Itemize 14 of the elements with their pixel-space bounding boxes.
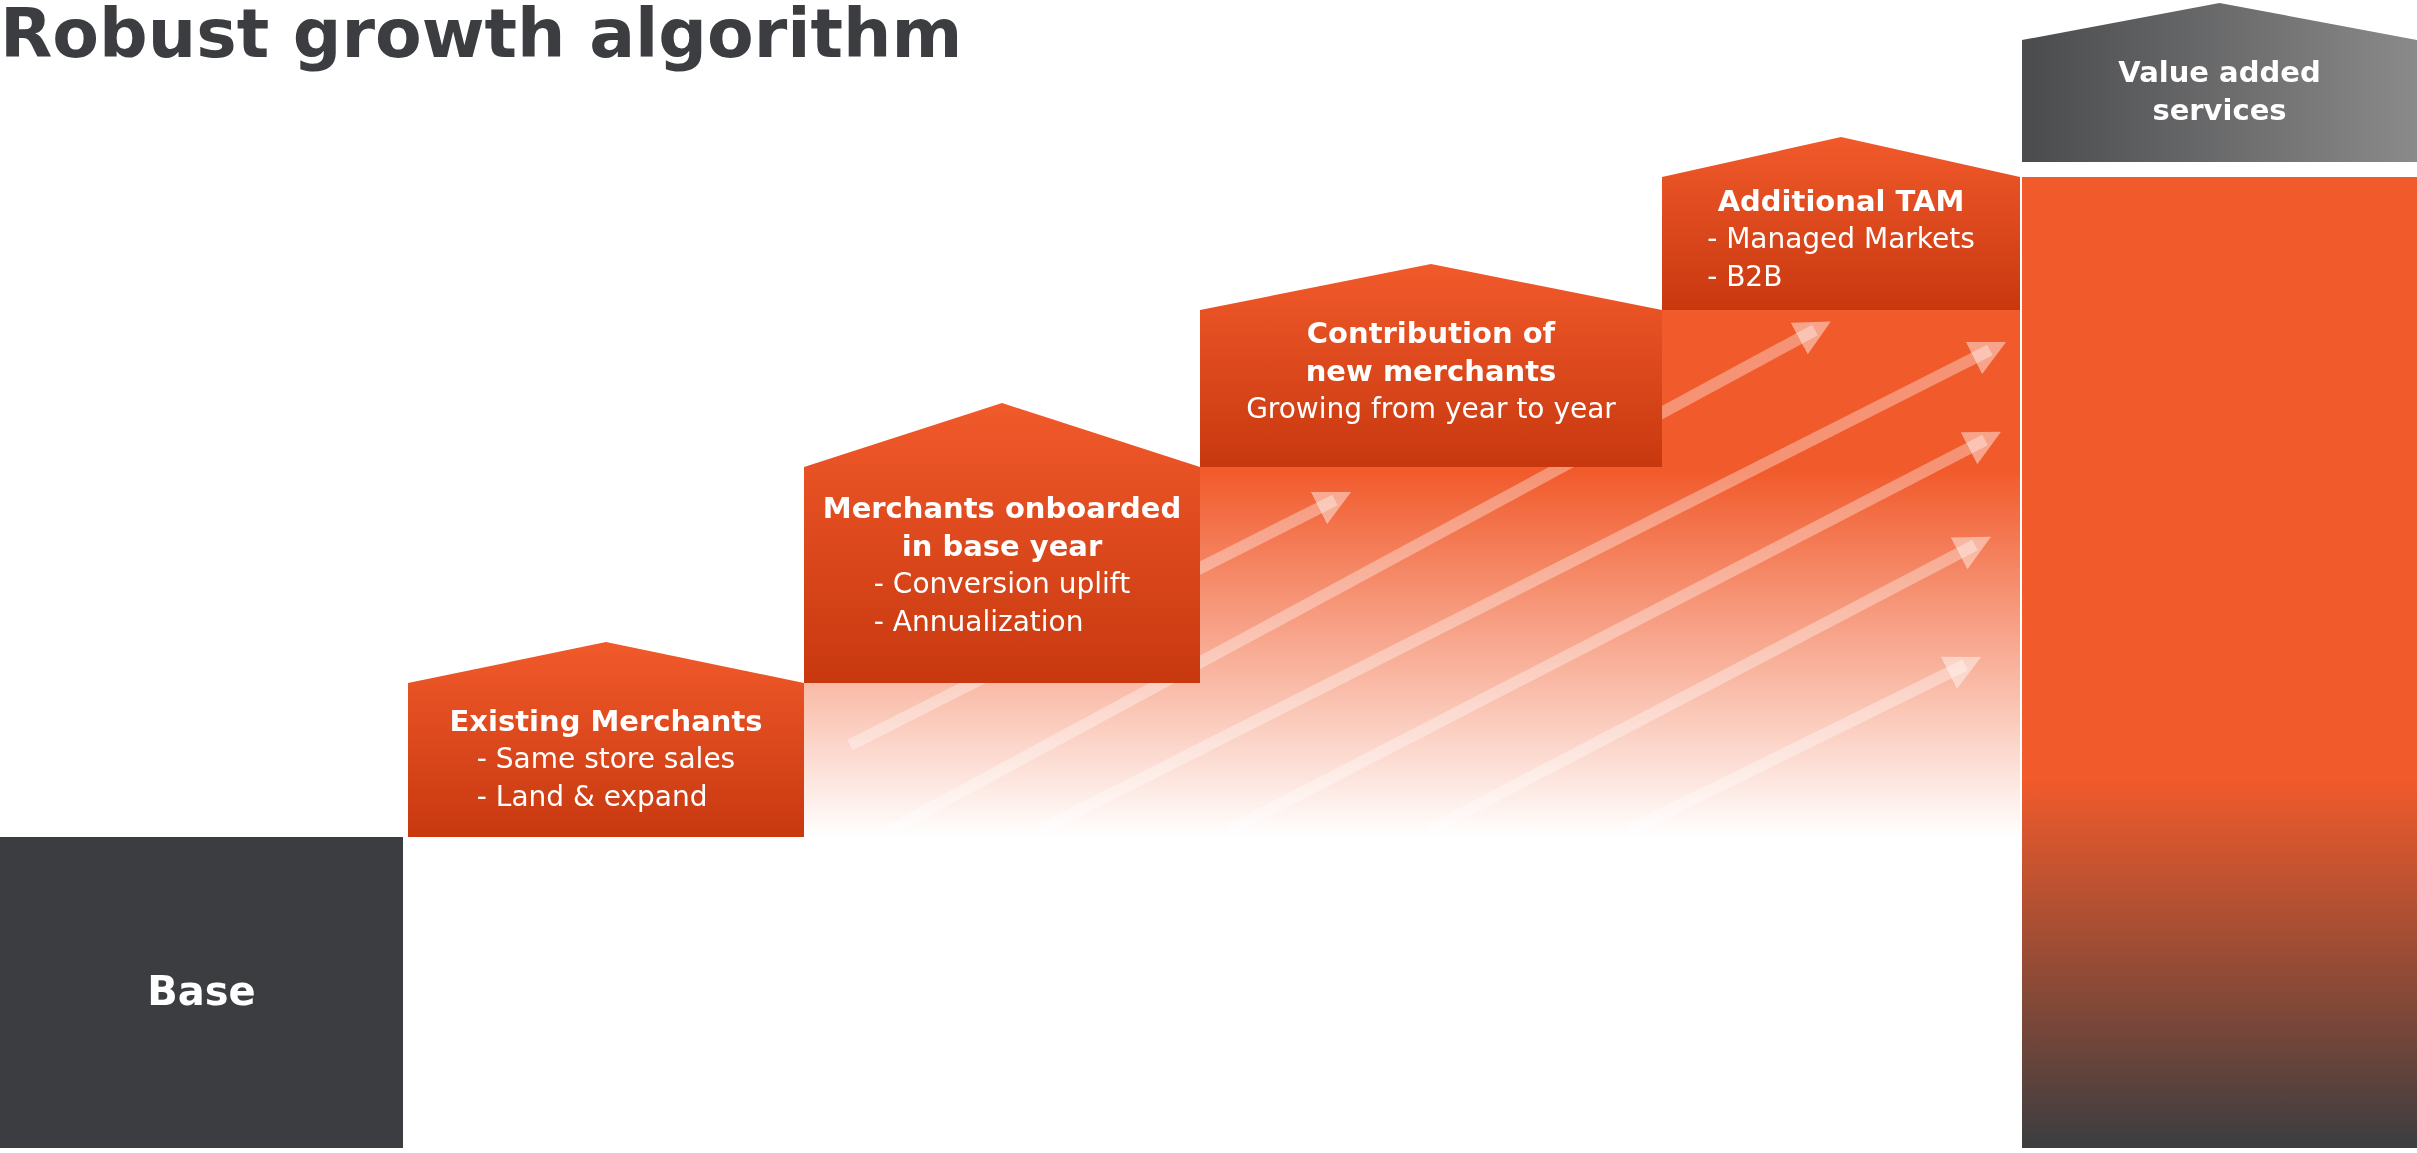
- step-detail: - B2B: [1707, 259, 1784, 295]
- step-detail: - Same store sales: [476, 741, 736, 777]
- step-heading: Contribution of new merchants: [1304, 315, 1558, 390]
- step-heading: Merchants onboarded in base year: [822, 490, 1182, 565]
- step-heading: Additional TAM: [1717, 183, 1965, 220]
- step-heading: Value added services: [2117, 54, 2322, 129]
- step-detail: - Annualization: [873, 604, 1085, 640]
- title: Robust growth algorithm: [0, 0, 963, 73]
- step-detail: Growing from year to year: [1246, 391, 1616, 427]
- step-heading: Existing Merchants: [449, 703, 763, 740]
- step-detail: - Conversion uplift: [873, 566, 1131, 602]
- step-heading: Base: [147, 972, 256, 1010]
- step-detail: - Managed Markets: [1707, 221, 1975, 257]
- step-detail: - Land & expand: [476, 779, 709, 815]
